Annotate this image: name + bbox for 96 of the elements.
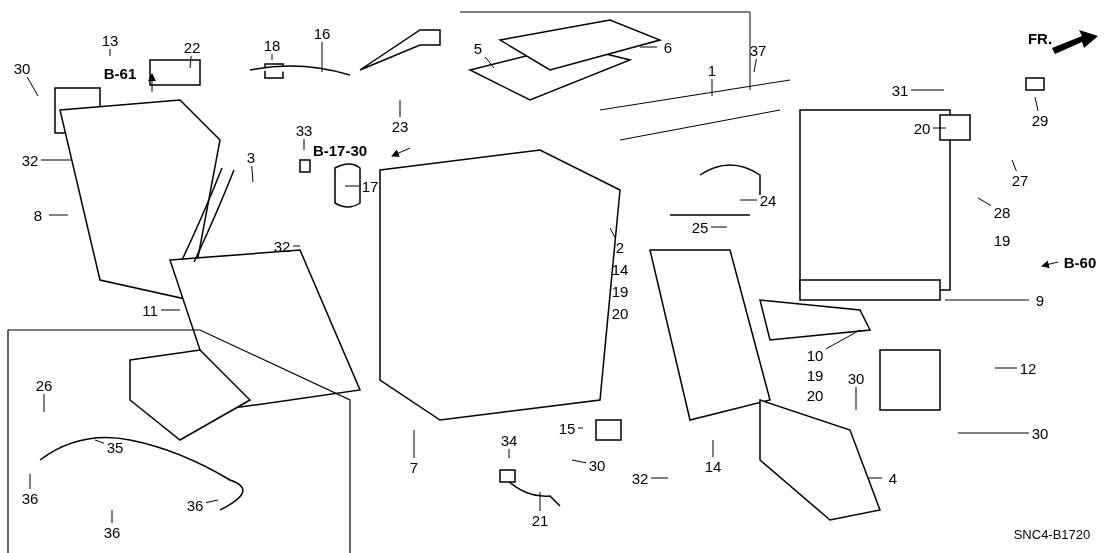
callout-number: 27 [1010,171,1030,189]
leader-line [977,197,992,207]
callout-number: 23 [390,117,410,135]
callout-number: 37 [748,41,768,59]
callout-number: 15 [557,419,577,437]
callout-number: 8 [32,206,44,224]
callout-number: 9 [1034,291,1046,309]
callout-number: 6 [662,38,674,56]
callout-number: 21 [530,511,550,529]
callout-number: 28 [992,203,1012,221]
callout-number: 22 [182,38,202,56]
callout-number: 17 [360,177,380,195]
leader-line [40,159,73,161]
callout-number: 10 [805,346,825,364]
leader-line [712,439,714,458]
callout-number: 33 [294,121,314,139]
leader-line [109,48,111,57]
callout-number: 20 [610,304,630,322]
callout-number: 26 [34,376,54,394]
leader-line [160,309,181,311]
leader-line [43,393,45,413]
leader-line [26,76,39,97]
callout-number: 19 [610,282,630,300]
leader-line [739,199,758,201]
callout-number: 36 [102,523,122,541]
leader-line [251,165,254,183]
callout-number: 24 [758,191,778,209]
callout-number: 5 [472,39,484,57]
leader-line [609,227,616,239]
leader-line [571,459,587,464]
leader-line [399,99,401,118]
leader-line [321,41,323,73]
leader-line [344,185,360,187]
leader-line [855,386,857,411]
reference-label: B-17-30 [312,141,368,159]
callout-number: 1 [706,61,718,79]
leader-line [539,491,541,512]
callout-number: 36 [20,489,40,507]
callout-number: 31 [890,81,910,99]
leader-line [639,46,658,48]
leader-line [577,427,584,429]
callout-number: 29 [1030,111,1050,129]
leader-line [111,509,113,524]
leader-line [508,448,510,459]
leader-line [48,214,69,216]
leader-line [413,429,415,459]
callout-number: 30 [587,456,607,474]
callout-number: 14 [703,457,723,475]
callout-number: 35 [105,438,125,456]
leader-line [944,299,1030,301]
callout-number: 18 [262,36,282,54]
leader-line [29,473,31,490]
leader-line [94,439,105,444]
callout-number: 25 [690,218,710,236]
callout-number: 19 [805,366,825,384]
callout-number: 4 [887,469,899,487]
leader-line [303,138,305,151]
callout-number: 16 [312,24,332,42]
diagram-code: SNC4-B1720 [1013,526,1091,542]
leader-line [189,55,192,69]
callout-number: 11 [141,301,159,319]
leader-line [484,56,495,69]
leader-line [994,367,1018,369]
leader-line [1034,96,1039,112]
callout-number: 20 [912,119,932,137]
reference-label: B-60 [1063,253,1097,271]
callout-number: 13 [100,31,120,49]
callout-number: 30 [846,369,866,387]
leader-line [271,53,273,61]
front-label: FR. [1027,29,1053,47]
callout-number: 32 [630,469,650,487]
leader-line [910,89,945,91]
callout-number: 2 [614,238,626,256]
callout-number: 30 [12,59,32,77]
leader-line [932,127,947,129]
leader-line [711,78,713,97]
callout-number: 34 [499,431,519,449]
leader-line [957,432,1030,434]
leader-line [1011,159,1017,172]
leader-line [710,226,728,228]
leader-line [292,245,301,247]
callout-number: 36 [185,496,205,514]
callout-number: 7 [408,458,420,476]
leader-line [650,477,669,479]
callout-number: 14 [610,260,630,278]
leader-line [753,58,757,73]
callout-number: 3 [245,148,257,166]
callout-number: 20 [805,386,825,404]
callout-number: 12 [1018,359,1038,377]
reference-label: B-61 [103,64,137,82]
leader-line [205,499,219,504]
leader-line [867,477,883,479]
callout-number: 19 [992,231,1012,249]
leader-line [825,329,861,350]
callout-number: 32 [20,151,40,169]
callout-number: 30 [1030,424,1050,442]
